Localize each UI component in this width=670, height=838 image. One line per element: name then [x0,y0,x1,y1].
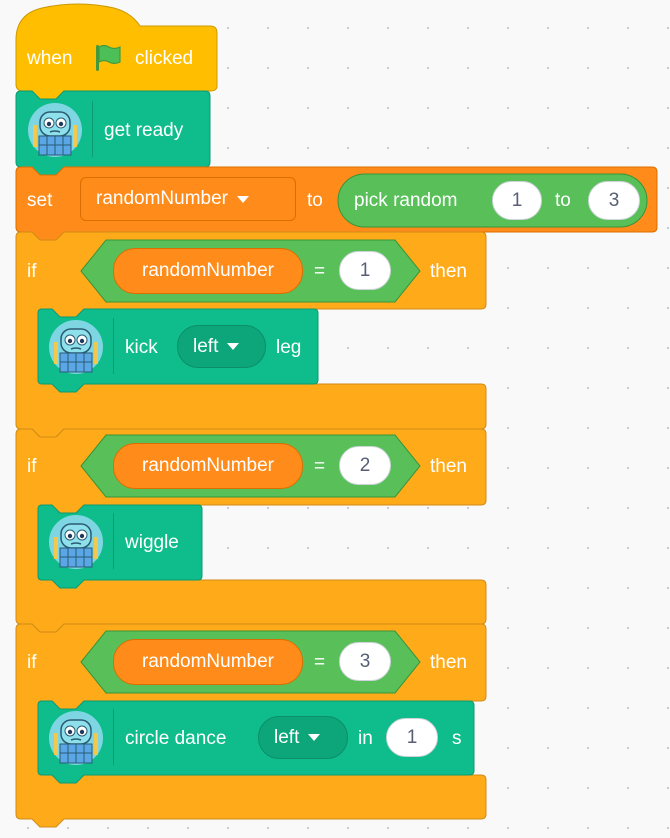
equals-operator-label: = [314,456,326,477]
green-flag-icon [96,44,121,71]
variable-dropdown-label: randomNumber [96,188,228,209]
dropdown-arrow-icon [308,734,321,741]
in-label: in [358,728,373,749]
then-label: then [430,652,467,673]
variable-dropdown[interactable]: randomNumber [80,177,296,221]
dance-direction-dropdown-label: left [274,726,300,748]
dance-direction-dropdown[interactable]: left [258,716,348,759]
block-separator [113,513,114,569]
if-label: if [27,652,37,673]
pick-random-label: pick random [354,190,458,211]
block-separator [92,101,93,157]
leg-side-dropdown[interactable]: left [177,325,266,368]
compare-value-input[interactable]: 3 [339,642,391,681]
kick-label: kick [125,337,158,358]
leg-label: leg [276,337,302,358]
circle-dance-label: circle dance [125,728,227,749]
random-to-label: to [555,190,571,211]
if-label: if [27,261,37,282]
random-number-variable-reporter[interactable]: randomNumber [113,443,303,489]
hat-when-label: when [27,48,73,69]
circle-dance-block[interactable] [37,700,475,784]
set-label: set [27,190,53,211]
dropdown-arrow-icon [227,343,240,350]
robot-icon [28,103,82,157]
robot-icon [49,320,103,374]
robot-icon [49,711,103,765]
random-from-input[interactable]: 1 [492,181,542,220]
leg-side-dropdown-label: left [193,335,219,357]
block-separator [113,318,114,374]
random-number-variable-reporter[interactable]: randomNumber [113,639,303,685]
random-number-variable-reporter[interactable]: randomNumber [113,248,303,294]
then-label: then [430,456,467,477]
to-label: to [307,190,323,211]
dropdown-arrow-icon [237,195,249,203]
dance-seconds-input[interactable]: 1 [386,718,438,757]
compare-value-input[interactable]: 1 [339,251,391,290]
equals-operator-label: = [314,652,326,673]
robot-icon [49,515,103,569]
get-ready-label: get ready [104,120,184,141]
block-separator [113,709,114,765]
if-label: if [27,456,37,477]
random-to-input[interactable]: 3 [588,181,640,220]
wiggle-label: wiggle [125,532,179,553]
compare-value-input[interactable]: 2 [339,446,391,485]
hat-clicked-label: clicked [135,48,194,69]
seconds-unit-label: s [452,728,462,749]
equals-operator-label: = [314,261,326,282]
then-label: then [430,261,467,282]
